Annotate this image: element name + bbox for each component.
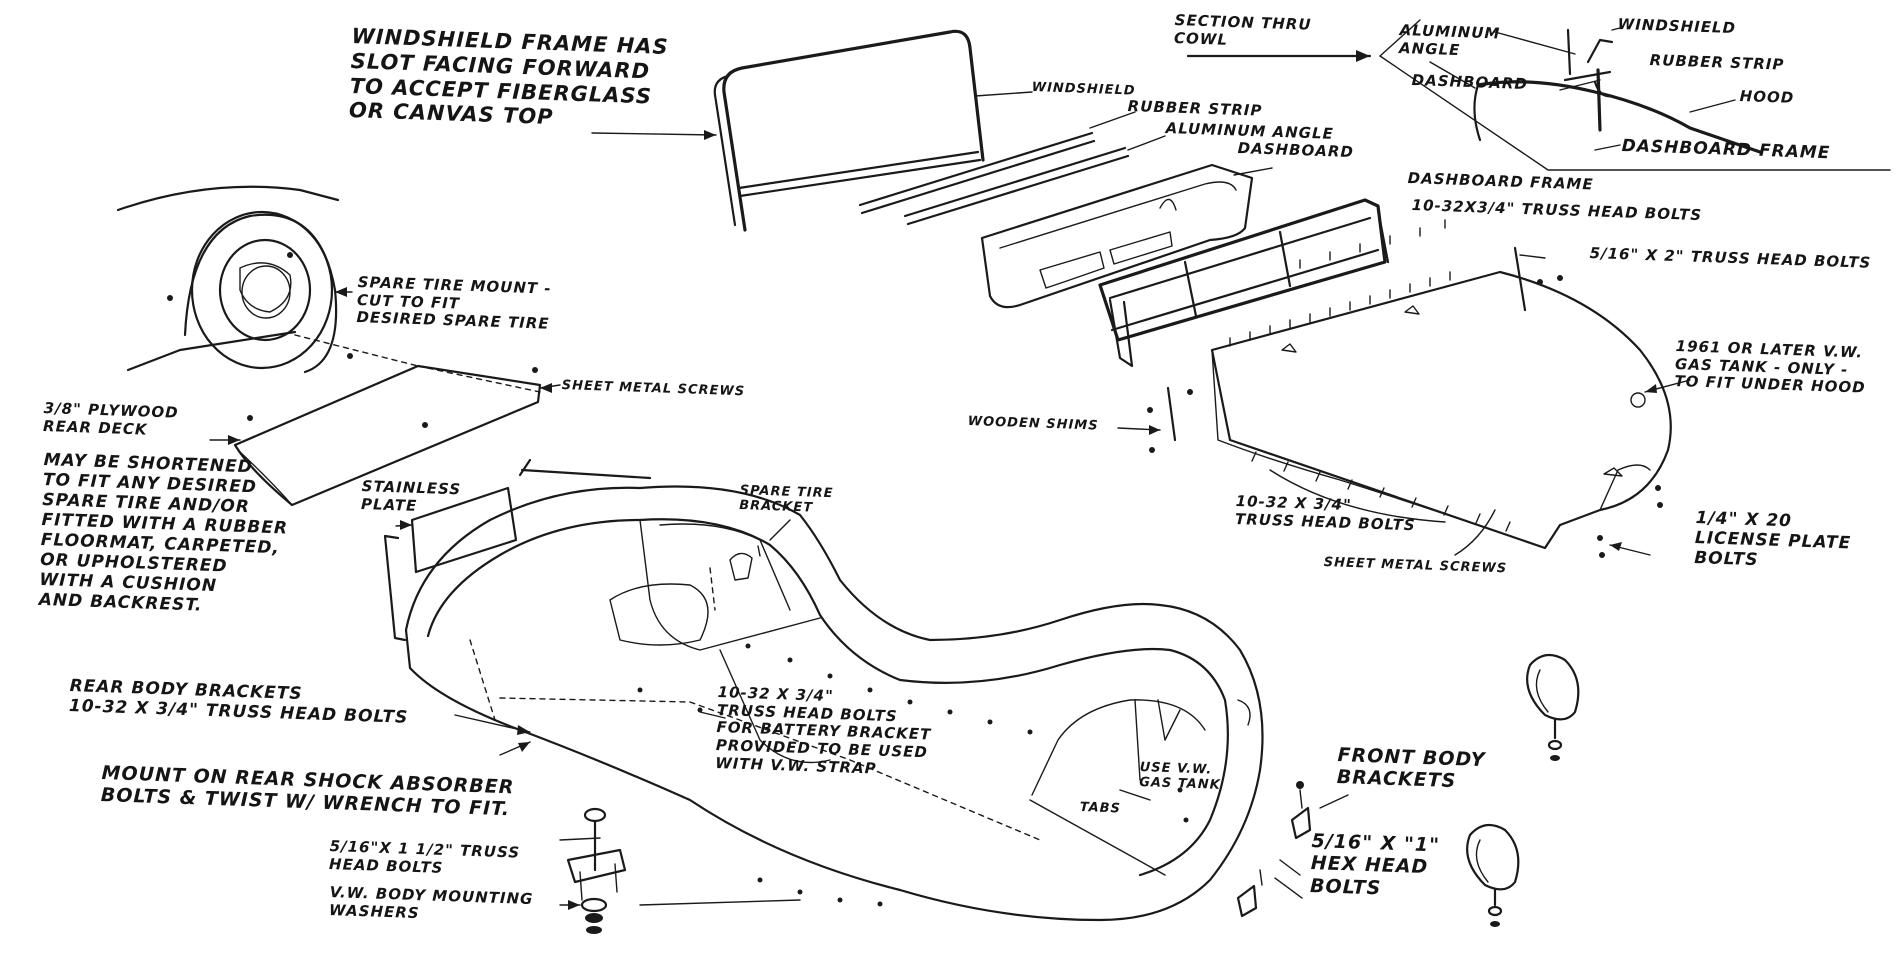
- truss-bolts-1-5-label: 5/16"X 1 1/2" TRUSS HEAD BOLTS: [328, 837, 521, 877]
- truss-bolts-hood-label: 10-32 X 3/4" TRUSS HEAD BOLTS: [1234, 492, 1416, 534]
- plywood-note-label: MAY BE SHORTENED TO FIT ANY DESIRED SPAR…: [38, 450, 289, 616]
- rear-mount-hardware: [559, 807, 627, 934]
- stainless-plate: [383, 458, 652, 642]
- aluminum-angle-part: [903, 146, 1130, 226]
- cowl-section: [1186, 19, 1891, 171]
- body-tub: [404, 485, 1264, 922]
- tabs-label: TABS: [1079, 800, 1122, 817]
- vw-washers-label: V.W. BODY MOUNTING WASHERS: [328, 883, 534, 922]
- hood-leaders: [1117, 254, 1691, 556]
- dashboard-part: [980, 163, 1254, 309]
- section-hood-label: HOOD: [1739, 87, 1795, 107]
- use-vw-gas-tank-label: USE V.W. GAS TANK: [1138, 760, 1221, 794]
- spare-tire-mount-label: SPARE TIRE MOUNT - CUT TO FIT DESIRED SP…: [356, 273, 552, 334]
- section-aluminum-angle-label: ALUMINUM ANGLE: [1398, 21, 1501, 59]
- plywood-deck-label: 3/8" PLYWOOD REAR DECK: [42, 399, 179, 439]
- front-body-brackets-label: FRONT BODY BRACKETS: [1336, 744, 1486, 793]
- hex-head-bolts-label: 5/16" X "1" HEX HEAD BOLTS: [1309, 830, 1441, 900]
- plywood-deck: [209, 334, 561, 507]
- windshield-frame: [713, 29, 985, 232]
- stainless-plate-label: STAINLESS PLATE: [360, 477, 462, 515]
- gas-tank-label: 1961 OR LATER V.W. GAS TANK - ONLY - TO …: [1674, 337, 1866, 398]
- headlight-lower: [1466, 823, 1520, 927]
- front-brackets: [1236, 781, 1349, 918]
- body-leaders: [454, 519, 1151, 906]
- battery-bracket-label: 10-32 X 3/4" TRUSS HEAD BOLTS FOR BATTER…: [714, 683, 932, 778]
- hood-part: [1210, 270, 1672, 550]
- license-plate-bolts-label: 1/4" X 20 LICENSE PLATE BOLTS: [1693, 508, 1852, 571]
- windshield-frame-note: WINDSHIELD FRAME HAS SLOT FACING FORWARD…: [348, 24, 670, 130]
- section-thru-cowl-label: SECTION THRU COWL: [1173, 11, 1312, 49]
- dashboard-frame-part: [1098, 198, 1390, 368]
- hood-bolts: [1147, 219, 1663, 558]
- windshield-leaders: [591, 91, 1273, 176]
- headlight-upper: [1526, 653, 1580, 761]
- rear-tire: [116, 185, 353, 374]
- spare-tire-bracket-label: SPARE TIRE BRACKET: [738, 483, 834, 516]
- rubber-strip-part: [858, 131, 1096, 215]
